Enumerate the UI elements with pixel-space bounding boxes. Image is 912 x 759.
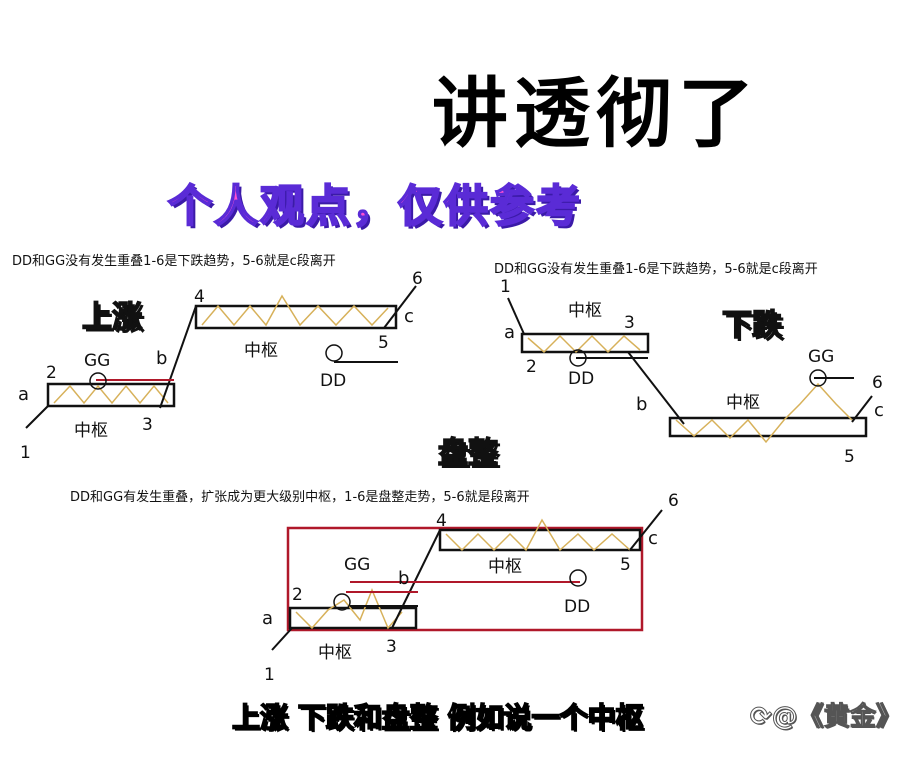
fall-gg-marker bbox=[809, 369, 827, 387]
consolidation-label-p2: 2 bbox=[292, 585, 303, 605]
fall-note: DD和GG没有发生重叠1-6是下跌趋势，5-6就是c段离开 bbox=[494, 262, 818, 277]
fall-label-a: a bbox=[504, 322, 515, 343]
consolidation-zigzag-high bbox=[445, 518, 631, 552]
rise-label-a: a bbox=[18, 384, 29, 405]
consolidation-label-p3: 3 bbox=[386, 637, 397, 657]
fall-zigzag-low bbox=[675, 382, 853, 444]
rise-zigzag-low bbox=[53, 384, 169, 405]
consolidation-label-c: c bbox=[648, 528, 658, 549]
fall-label-zhongshu-low: 中枢 bbox=[726, 393, 760, 413]
fall-segment-c bbox=[851, 395, 873, 423]
consolidation-zigzag-low bbox=[295, 588, 403, 630]
consolidation-label-gg: GG bbox=[344, 555, 370, 575]
fall-zigzag-high bbox=[527, 334, 641, 354]
fall-label-p3: 3 bbox=[624, 313, 635, 333]
rise-label-c: c bbox=[404, 306, 414, 327]
fall-zhongshu-high-box bbox=[520, 332, 650, 354]
fall-label-p1: 1 bbox=[500, 277, 511, 297]
consolidation-gg-marker bbox=[333, 593, 351, 611]
consolidation-label-p1: 1 bbox=[264, 665, 275, 685]
consolidation-label-p5: 5 bbox=[620, 555, 631, 575]
rise-zigzag-high bbox=[201, 294, 389, 327]
rise-label-p4: 4 bbox=[194, 287, 205, 307]
watermark: ⟳@《黄金》 bbox=[750, 702, 903, 733]
fall-label-dd: DD bbox=[568, 369, 594, 389]
consolidation-segment-a bbox=[271, 627, 293, 651]
rise-label-p1: 1 bbox=[20, 443, 31, 463]
rise-zhongshu-low-box bbox=[46, 382, 176, 408]
consolidation-label-zhongshu-high: 中枢 bbox=[488, 557, 522, 577]
consolidation-segment-b bbox=[391, 529, 441, 629]
rise-gg-marker bbox=[89, 372, 107, 390]
bottom-caption: 上涨 下跌和盘整 例如说一个中枢 bbox=[231, 700, 644, 735]
rise-dd-marker bbox=[325, 344, 343, 362]
fall-diagram: a b c GG DD 中枢 中枢 1 2 3 5 6 bbox=[500, 277, 884, 467]
consolidation-heading: 盘整 bbox=[437, 435, 499, 472]
fall-label-b: b bbox=[636, 394, 647, 415]
fall-heading: 下跌 bbox=[721, 307, 783, 344]
fall-label-gg: GG bbox=[808, 347, 834, 367]
rise-segment-b bbox=[159, 305, 197, 409]
consolidation-diagram: a b c GG DD 中枢 中枢 1 2 3 4 5 6 bbox=[262, 491, 679, 685]
rise-diagram: a b c GG DD 中枢 中枢 1 2 3 4 5 6 bbox=[18, 269, 423, 463]
fall-dd-marker bbox=[569, 349, 587, 367]
fall-zhongshu-low-box bbox=[668, 416, 868, 438]
rise-label-zhongshu-low: 中枢 bbox=[74, 421, 108, 441]
rise-label-dd: DD bbox=[320, 371, 346, 391]
rise-label-gg: GG bbox=[84, 351, 110, 371]
consolidation-frame bbox=[286, 526, 644, 632]
consolidation-label-dd: DD bbox=[564, 597, 590, 617]
consolidation-label-p4: 4 bbox=[436, 511, 447, 531]
fall-label-c: c bbox=[874, 400, 884, 421]
fall-label-p6: 6 bbox=[872, 373, 883, 393]
consolidation-label-zhongshu-low: 中枢 bbox=[318, 643, 352, 663]
fall-segment-b bbox=[627, 351, 685, 425]
fall-label-p5: 5 bbox=[844, 447, 855, 467]
rise-heading: 上涨 bbox=[81, 299, 143, 336]
consolidation-label-p6: 6 bbox=[668, 491, 679, 511]
consolidation-dd-marker bbox=[569, 569, 587, 587]
fall-label-zhongshu-high: 中枢 bbox=[568, 301, 602, 321]
rise-label-p3: 3 bbox=[142, 415, 153, 435]
main-title: 讲透彻了 bbox=[432, 69, 760, 158]
consolidation-zhongshu-low-box bbox=[288, 606, 418, 630]
fall-label-p2: 2 bbox=[526, 357, 537, 377]
rise-label-p5: 5 bbox=[378, 333, 389, 353]
rise-note: DD和GG没有发生重叠1-6是下跌趋势，5-6就是c段离开 bbox=[12, 254, 336, 269]
subtitle: 个人观点，仅供参考 bbox=[167, 180, 582, 233]
rise-label-p2: 2 bbox=[46, 363, 57, 383]
fall-segment-a bbox=[507, 297, 525, 335]
consolidation-label-a: a bbox=[262, 608, 273, 629]
rise-segment-a bbox=[25, 405, 49, 429]
rise-label-p6: 6 bbox=[412, 269, 423, 289]
rise-label-zhongshu-high: 中枢 bbox=[244, 341, 278, 361]
rise-segment-c bbox=[383, 285, 417, 329]
consolidation-segment-c bbox=[629, 509, 663, 551]
consolidation-label-b: b bbox=[398, 568, 409, 589]
rise-zhongshu-high-box bbox=[194, 304, 398, 330]
rise-label-b: b bbox=[156, 348, 167, 369]
consolidation-note: DD和GG有发生重叠，扩张成为更大级别中枢，1-6是盘整走势，5-6就是段离开 bbox=[70, 490, 530, 505]
consolidation-zhongshu-high-box bbox=[438, 528, 642, 552]
